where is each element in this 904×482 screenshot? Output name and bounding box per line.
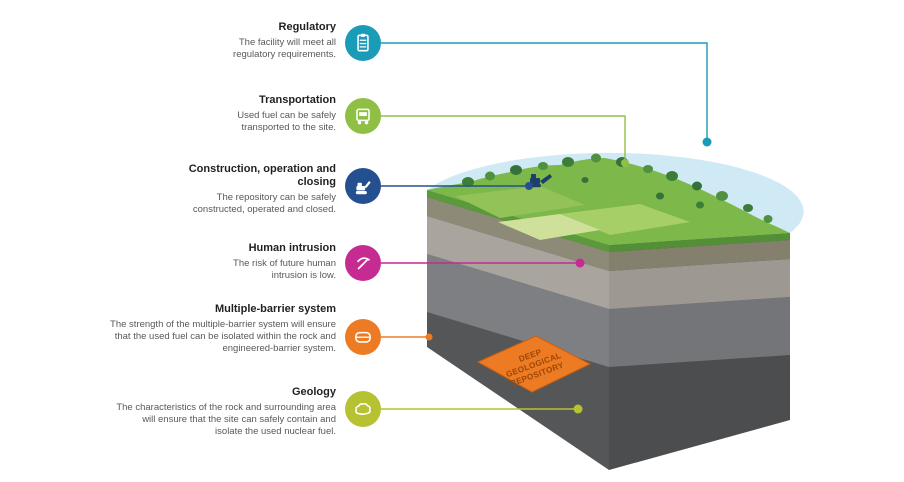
item-regulatory: Regulatory The facility will meet all re… <box>196 21 336 61</box>
connector-transportation <box>381 115 626 163</box>
marker-dot-transportation <box>621 159 629 167</box>
item-geology: Geology The characteristics of the rock … <box>114 386 336 438</box>
marker-dot-human-intrusion <box>575 258 585 268</box>
multiple-barrier-icon-badge <box>345 319 381 355</box>
item-title: Regulatory <box>278 21 336 33</box>
item-multiple-barrier: Multiple-barrier system The strength of … <box>104 303 336 355</box>
item-construction: Construction, operation and closing The … <box>178 163 336 216</box>
item-description: Used fuel can be safely transported to t… <box>237 110 336 133</box>
item-title: Construction, operation and closing <box>188 163 336 188</box>
marker-dots <box>425 137 712 414</box>
marker-dot-geology <box>573 404 583 414</box>
pickaxe-icon <box>357 257 370 270</box>
construction-icon-badge <box>345 168 381 204</box>
truck-icon <box>356 108 370 125</box>
item-title: Geology <box>291 386 336 398</box>
item-title: Human intrusion <box>248 242 336 254</box>
regulatory-icon-badge <box>345 25 381 61</box>
item-human-intrusion: Human intrusion The risk of future human… <box>196 242 336 282</box>
terrain-top <box>427 158 790 245</box>
item-description: The repository can be safely constructed… <box>192 192 336 215</box>
clipboard-icon <box>357 33 369 52</box>
repository-marker <box>476 335 592 393</box>
item-description: The characteristics of the rock and surr… <box>116 402 336 437</box>
connectors <box>381 42 708 410</box>
marker-dot-regulatory <box>702 137 712 147</box>
marker-dot-construction <box>525 182 533 190</box>
connector-regulatory <box>381 42 708 142</box>
item-title: Multiple-barrier system <box>214 303 336 315</box>
human-intrusion-icon-badge <box>345 245 381 281</box>
transportation-icon-badge <box>345 98 381 134</box>
item-transportation: Transportation Used fuel can be safely t… <box>196 94 336 134</box>
excavator-icon <box>355 181 371 195</box>
item-description: The risk of future human intrusion is lo… <box>233 258 336 281</box>
item-title: Transportation <box>258 94 336 106</box>
container-icon <box>355 331 371 343</box>
strata-right <box>609 233 790 367</box>
field-patches <box>455 186 690 240</box>
item-description: The facility will meet all regulatory re… <box>233 37 336 60</box>
item-description: The strength of the multiple-barrier sys… <box>110 319 336 354</box>
rock-icon <box>355 402 371 415</box>
geology-icon-badge <box>345 391 381 427</box>
marker-dot-multiple-barrier <box>425 333 433 341</box>
